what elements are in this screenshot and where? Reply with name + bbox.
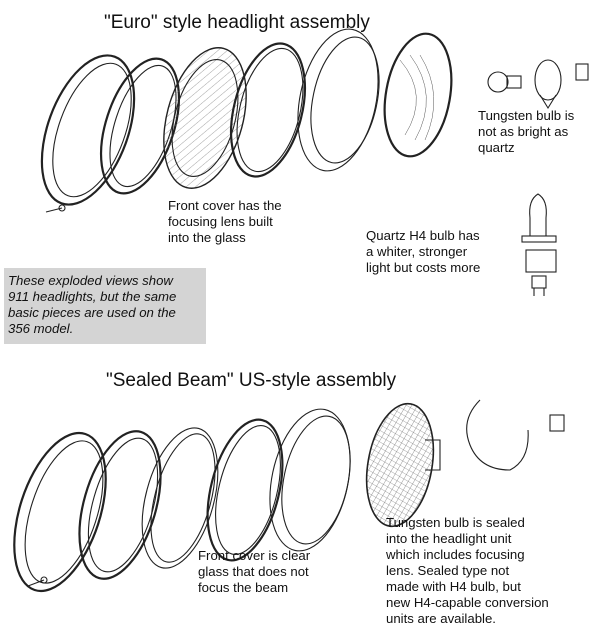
- sealed-clear-glass-cover: [141, 427, 219, 569]
- euro-title: "Euro" style headlight assembly: [104, 12, 370, 33]
- quartz-h4-bulb: [521, 193, 557, 296]
- euro-screw: [45, 204, 66, 213]
- sealed-title: "Sealed Beam" US-style assembly: [106, 370, 397, 391]
- euro-tungsten-caption: Tungsten bulb is not as bright as quartz: [478, 108, 575, 155]
- sealed-beam-unit: [365, 402, 441, 528]
- euro-bulb-socket: [534, 59, 562, 110]
- euro-front-cover-caption: Front cover has the focusing lens built …: [168, 198, 282, 245]
- sealed-retaining-spring: [466, 399, 529, 471]
- sealed-front-cover-caption: Front cover is clear glass that does not…: [198, 548, 311, 595]
- sealed-inner-ring: [78, 430, 162, 580]
- euro-tungsten-bulb: [487, 71, 522, 93]
- sealed-mounting-bucket: [269, 408, 351, 552]
- sealed-gasket-ring: [206, 418, 284, 562]
- euro-gasket-ring: [230, 42, 306, 178]
- sealed-outer-trim-ring: [13, 431, 107, 593]
- info-note-box: These exploded views show 911 headlights…: [4, 268, 206, 344]
- quartz-bulb-caption: Quartz H4 bulb has a whiter, stronger li…: [366, 228, 481, 275]
- sealed-tungsten-caption: Tungsten bulb is sealed into the headlig…: [386, 515, 549, 626]
- euro-outer-trim-ring: [40, 54, 136, 206]
- sealed-connector: [549, 414, 565, 432]
- euro-reflector: [383, 32, 453, 158]
- sealed-screw: [27, 576, 48, 587]
- euro-lens-cover: [163, 47, 247, 189]
- euro-mounting-bucket: [297, 28, 380, 172]
- euro-connector: [575, 63, 589, 81]
